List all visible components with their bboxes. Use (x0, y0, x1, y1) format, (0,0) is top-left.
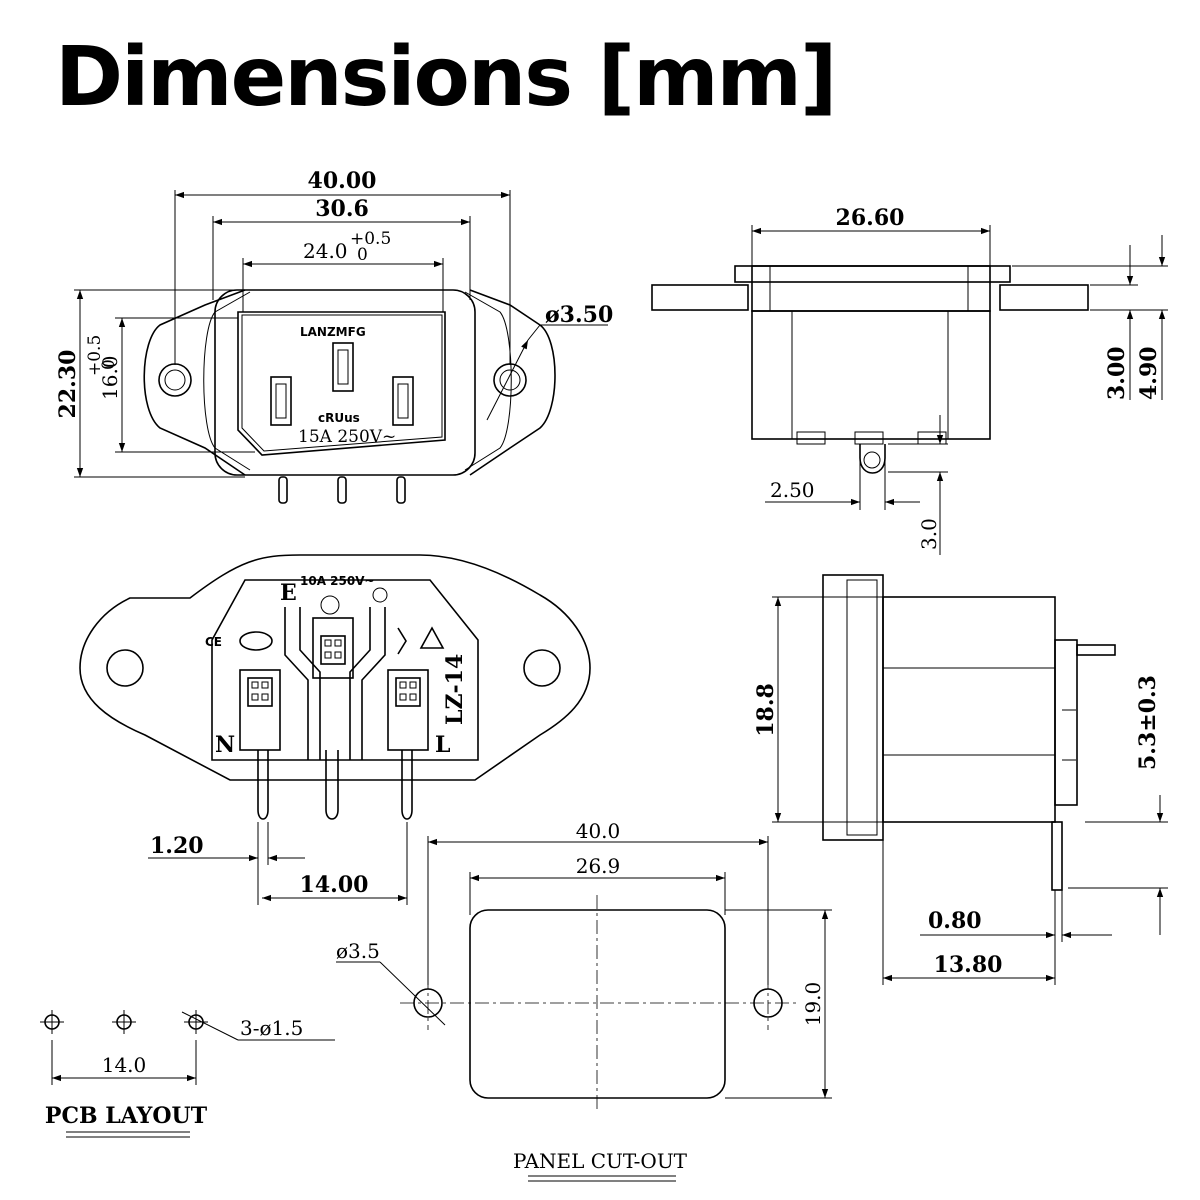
pcb-layout: 3-ø1.5 14.0 PCB LAYOUT (40, 1010, 335, 1138)
dim-body-width: 26.60 (836, 205, 905, 231)
dim-pin-position: 5.3±0.3 (1135, 675, 1161, 770)
pcb-layout-caption: PCB LAYOUT (45, 1103, 208, 1129)
rear-terminal-earth (284, 607, 386, 760)
rear-earth-symbol-icon (372, 587, 388, 603)
dim-cutout-height: 19.0 (801, 982, 825, 1027)
side-flange (822, 574, 884, 841)
rear-rating-marking: 10A 250V~ (300, 574, 375, 588)
dim-pcb-holes: 3-ø1.5 (240, 1016, 303, 1040)
panel-cutout-caption: PANEL CUT-OUT (513, 1149, 688, 1173)
top-body-rim (751, 265, 991, 312)
front-pins (278, 476, 406, 504)
dim-hole-diameter-front: ø3.50 (545, 302, 613, 328)
pcb-hole-1 (40, 1010, 64, 1034)
socket-cavity (237, 311, 446, 456)
rear-ce-marking: CE (205, 635, 222, 649)
dim-pin-length: 3.0 (917, 518, 941, 550)
top-view: 26.60 3.00 4.90 2.50 3.0 (651, 205, 1168, 555)
side-view: 18.8 5.3±0.3 0.80 13.80 (753, 574, 1168, 985)
side-body (882, 596, 1056, 823)
front-rating-marking: 15A 250V~ (298, 427, 396, 447)
dim-pin-offset: 2.50 (770, 478, 815, 502)
dim-socket-width-tol-lower: 0 (357, 245, 368, 265)
dim-socket-height-tol: +0.5 (85, 335, 105, 376)
front-view: LANZMFG cRUus 15A 250V~ 40.00 30.6 24.0 … (55, 168, 613, 504)
front-socket-contacts (270, 342, 414, 426)
rear-label-live: L (435, 732, 450, 758)
rear-cert-mark-icon (320, 595, 340, 615)
rear-body-outline (211, 579, 479, 761)
front-body-outline (214, 289, 476, 476)
dim-socket-width-tol: +0.5 (350, 229, 391, 249)
dim-pcb-spacing: 14.0 (102, 1053, 147, 1077)
top-terminals (796, 431, 947, 474)
dim-socket-height-tol-lower: 0 (99, 359, 119, 370)
dim-panel-hole-spacing: 40.0 (576, 819, 621, 843)
rear-warning-mark-icon (419, 626, 445, 649)
rear-pins (257, 750, 413, 820)
pcb-hole-3 (184, 1010, 208, 1034)
dim-cutout-width: 26.9 (576, 854, 621, 878)
dim-overall-width: 40.00 (308, 168, 377, 194)
top-flange-right (999, 284, 1089, 311)
rear-label-neutral: N (215, 732, 235, 758)
side-pin (1051, 821, 1063, 891)
rear-mounting-hole-right (523, 649, 561, 687)
dim-pin-spacing: 14.00 (300, 872, 369, 898)
rear-view: 10A 250V~ E N L LZ-14 CE 1.20 14.00 (79, 554, 591, 905)
rear-kc-mark-icon (397, 627, 407, 655)
front-brand-marking: LANZMFG (300, 325, 366, 339)
rear-flange-outline (79, 554, 591, 781)
dim-pin-thickness: 0.80 (928, 908, 982, 934)
rear-ccc-mark-icon (239, 631, 273, 651)
dim-pin-width: 1.20 (150, 833, 204, 859)
side-terminal-tab (1076, 644, 1116, 656)
front-mounting-hole-left (158, 363, 192, 397)
dim-hole-spacing: 30.6 (315, 196, 369, 222)
dim-flange-thickness: 3.00 (1104, 346, 1130, 400)
top-body (751, 310, 991, 440)
panel-cutout-rectangle (469, 909, 726, 1099)
dim-socket-width: 24.0 (303, 239, 348, 263)
rear-terminal-neutral (239, 669, 281, 751)
front-cert-marking: cRUus (318, 411, 360, 425)
rear-mounting-hole-left (106, 649, 144, 687)
side-terminal-block (1054, 639, 1078, 806)
rear-label-earth: E (280, 580, 297, 606)
top-flange-left (651, 284, 749, 311)
panel-cutout: 40.0 26.9 19.0 ø3.5 PANEL CUT-OUT (336, 819, 832, 1182)
pcb-hole-2 (112, 1010, 136, 1034)
rear-model-marking: LZ-14 (442, 654, 468, 725)
rear-terminal-live (387, 669, 429, 751)
page-title: Dimensions [mm] (55, 30, 837, 125)
dim-panel-hole-diameter: ø3.5 (336, 939, 380, 963)
dim-side-depth: 13.80 (934, 952, 1003, 978)
dim-total-thickness: 4.90 (1136, 346, 1162, 400)
front-mounting-hole-right (493, 363, 527, 397)
dim-socket-height: 16.0 (98, 355, 122, 400)
dim-side-height: 18.8 (753, 683, 779, 737)
dim-overall-height: 22.30 (55, 350, 81, 419)
